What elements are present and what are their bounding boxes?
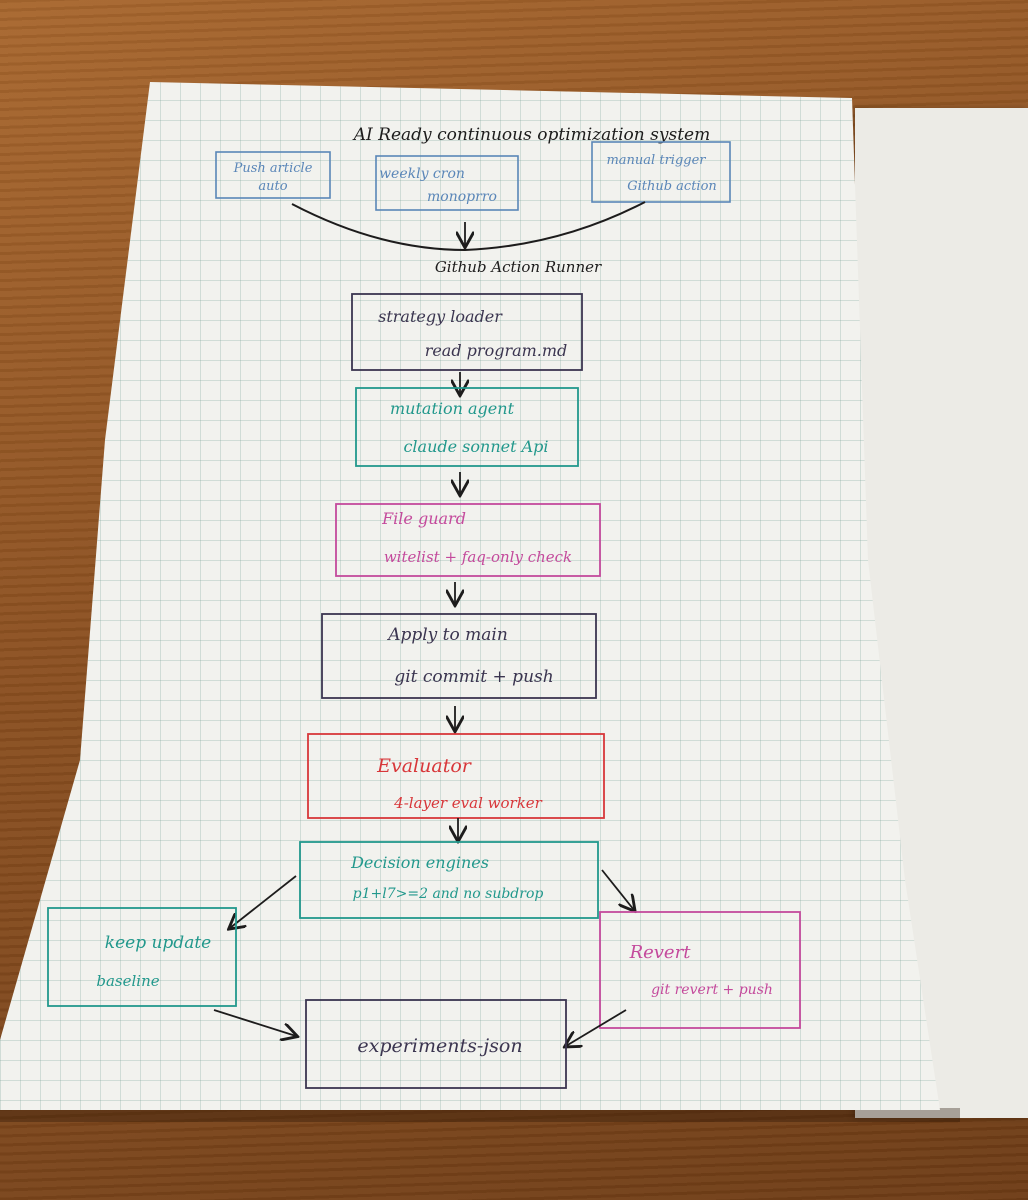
step-decision-engine: Decision engines p1+l7>=2 and no subdrop [299, 841, 599, 919]
step-box [299, 841, 599, 919]
step-label-line2: p1+l7>=2 and no subdrop [353, 886, 544, 902]
arrow-revert-to-output [566, 1009, 627, 1046]
trigger-box [215, 151, 331, 199]
trigger-manual: manual trigger Github action [591, 141, 731, 203]
step-label-line1: strategy loader [378, 307, 503, 326]
step-label-line1: File guard [381, 509, 466, 528]
output-box [305, 999, 567, 1089]
step-box [307, 733, 605, 819]
trigger-label-line1: Push article [233, 161, 313, 176]
outcome-revert: Revert git revert + push [599, 911, 801, 1029]
step-box [335, 503, 601, 577]
arrow-to-revert [601, 869, 634, 910]
step-apply-to-main: Apply to main git commit + push [321, 613, 597, 699]
trigger-label-line1: manual trigger [606, 153, 706, 168]
runner-label: Github Action Runner [435, 258, 602, 276]
step-label-line2: claude sonnet Api [403, 437, 548, 456]
arrow-keep-to-output [213, 1009, 296, 1036]
step-file-guard: File guard witelist + faq-only check [335, 503, 601, 577]
trigger-box [375, 155, 519, 211]
trigger-merge-curve [291, 201, 646, 252]
outcome-box [599, 911, 801, 1029]
output-label: experiments-json [357, 1035, 522, 1057]
step-mutation-agent: mutation agent claude sonnet Api [355, 387, 579, 467]
step-label-line1: Decision engines [350, 853, 489, 872]
step-label-line2: read program.md [425, 341, 568, 360]
step-label-line1: Apply to main [386, 625, 508, 645]
trigger-label-line1: weekly cron [379, 166, 465, 182]
diagram-title: AI Ready continuous optimization system [352, 125, 710, 145]
step-label-line1: mutation agent [390, 399, 515, 418]
outcome-box [47, 907, 237, 1007]
step-box [321, 613, 597, 699]
step-evaluator: Evaluator 4-layer eval worker [307, 733, 605, 819]
step-label-line2: 4-layer eval worker [393, 794, 543, 812]
trigger-label-line2: Github action [627, 179, 717, 194]
step-label-line2: git commit + push [394, 667, 553, 687]
step-box [351, 293, 583, 371]
trigger-push-article: Push article auto [215, 151, 331, 199]
step-label-line2: witelist + faq-only check [384, 548, 572, 566]
outcome-label-line1: keep update [105, 933, 211, 953]
page-shadow [0, 1108, 960, 1122]
outcome-label-line2: git revert + push [651, 982, 773, 998]
trigger-box [591, 141, 731, 203]
outcome-label-line1: Revert [629, 942, 692, 963]
trigger-weekly-cron: weekly cron monoprro [375, 155, 519, 211]
outcome-label-line2: baseline [96, 972, 159, 990]
arrow-to-keep [230, 875, 297, 928]
trigger-label-line2: auto [258, 179, 287, 194]
output-experiments: experiments-json [305, 999, 567, 1089]
step-box [355, 387, 579, 467]
outcome-keep: keep update baseline [47, 907, 237, 1007]
step-strategy-loader: strategy loader read program.md [351, 293, 583, 371]
step-label-line1: Evaluator [376, 755, 473, 777]
trigger-label-line2: monoprro [427, 189, 497, 205]
